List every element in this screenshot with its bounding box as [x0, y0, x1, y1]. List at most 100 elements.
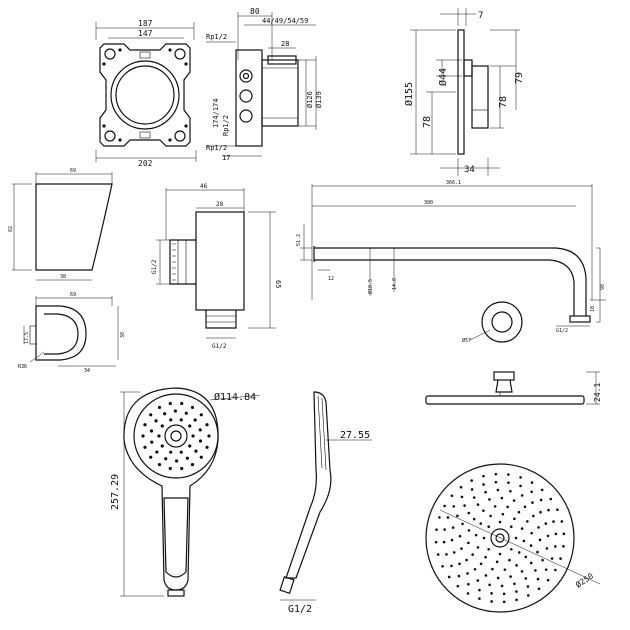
nozzle-dot: [198, 428, 202, 432]
nozzle-dot: [451, 526, 455, 529]
nozzle-dot: [545, 547, 549, 550]
nozzle-dot: [184, 411, 188, 415]
nozzle-dot: [465, 558, 468, 562]
nozzle-dot: [198, 439, 203, 443]
box-diameter-139: Ø139: [315, 91, 323, 108]
nozzle-dot: [538, 538, 542, 542]
overhead-shower-side-view: 24.1: [425, 371, 602, 405]
nozzle-dot: [478, 597, 481, 600]
nozzle-dot: [445, 553, 448, 556]
nozzle-dot: [180, 466, 184, 471]
nozzle-dot: [456, 584, 460, 588]
nozzle-dot: [149, 455, 153, 459]
nozzle-dot: [529, 544, 533, 547]
nozzle-dot: [489, 514, 492, 518]
nozzle-dot: [441, 565, 444, 568]
nozzle-dot: [443, 528, 446, 531]
nozzle-dot: [517, 510, 521, 514]
nozzle-dot: [531, 501, 534, 504]
nozzle-dot: [520, 527, 524, 530]
nozzle-dot: [527, 594, 530, 597]
nozzle-dot: [164, 457, 168, 461]
nozzle-dot: [160, 444, 164, 448]
plate-dim-79: 79: [514, 72, 525, 84]
arm-height-dim: 51.2: [296, 234, 302, 246]
nozzle-dot: [501, 512, 505, 516]
nozzle-dot: [506, 505, 509, 509]
nozzle-dot: [514, 536, 518, 540]
nozzle-dot: [526, 520, 529, 523]
nozzle-dot: [157, 434, 161, 438]
spout-side-view: 69 82 38: [8, 168, 113, 281]
nozzle-dot: [459, 485, 463, 489]
nozzle-dot: [495, 560, 499, 564]
elbow-thread-side: G1/2: [151, 259, 158, 274]
nozzle-dot: [168, 466, 172, 471]
nozzle-dot: [143, 423, 147, 427]
nozzle-dot: [520, 494, 524, 497]
box-diameter-126: Ø126: [306, 91, 314, 108]
overhead-nozzle-grid: [434, 472, 566, 604]
plate-dim-34: 34: [464, 165, 475, 175]
elbow-width-28: 28: [216, 201, 224, 208]
box-width-outer: 187: [138, 19, 153, 28]
nozzle-dot: [556, 508, 559, 512]
nozzle-dot: [509, 489, 512, 493]
nozzle-dot: [510, 548, 513, 551]
nozzle-dot: [549, 497, 553, 501]
nozzle-dot: [467, 582, 470, 586]
spout-height: 82: [8, 226, 14, 232]
nozzle-dot: [169, 450, 173, 454]
nozzle-dot: [512, 499, 516, 502]
nozzle-dot: [500, 496, 504, 500]
nozzle-dot: [446, 516, 450, 519]
arm-thread: G1/2: [556, 328, 568, 334]
holder-small-dim: 17.5: [24, 332, 30, 344]
nozzle-dot: [493, 505, 497, 508]
nozzle-dot: [544, 522, 548, 525]
nozzle-dot: [470, 479, 474, 482]
nozzle-dot: [149, 413, 153, 417]
hand-shower-holder: 69 38 17.5 R36 34: [18, 292, 126, 374]
nozzle-dot: [523, 505, 527, 509]
nozzle-dot: [503, 568, 507, 571]
installation-box-side-view: 80 44/49/54/59 28 Rp1/2 Rp1/2 174/174 Rp…: [206, 7, 323, 162]
box-depth-80: 80: [250, 7, 260, 16]
holder-width: 69: [70, 292, 76, 298]
nozzle-dot: [150, 440, 154, 444]
elbow-height-65: 65: [274, 280, 282, 288]
arm-height-98: 98: [600, 284, 606, 290]
holder-height: 38: [120, 332, 126, 338]
nozzle-dot: [450, 494, 454, 498]
nozzle-dot: [479, 522, 483, 525]
nozzle-dot: [522, 539, 526, 543]
nozzle-dot: [530, 481, 534, 484]
nozzle-dot: [434, 540, 438, 544]
box-center-dim: 174/174: [212, 98, 220, 128]
nozzle-dot: [490, 592, 493, 595]
nozzle-dot: [163, 412, 167, 416]
nozzle-dot: [472, 517, 476, 521]
nozzle-dot: [199, 455, 203, 459]
nozzle-dot: [467, 529, 471, 532]
nozzle-dot: [179, 418, 183, 422]
nozzle-dot: [482, 483, 485, 486]
nozzle-dot: [534, 569, 537, 572]
nozzle-dot: [190, 405, 195, 410]
nozzle-dot: [547, 508, 550, 512]
nozzle-dot: [539, 510, 542, 514]
nozzle-dot: [205, 445, 209, 449]
nozzle-dot: [554, 545, 557, 548]
nozzle-dot: [515, 590, 518, 593]
nozzle-dot: [496, 576, 500, 580]
nozzle-dot: [467, 541, 470, 545]
nozzle-dot: [537, 526, 540, 529]
nozzle-dot: [456, 514, 459, 518]
nozzle-dot: [559, 557, 562, 560]
nozzle-dot: [141, 434, 145, 438]
nozzle-dot: [450, 564, 453, 568]
nozzle-dot: [436, 553, 440, 556]
nozzle-dot: [443, 504, 446, 508]
nozzle-dot: [532, 514, 535, 518]
